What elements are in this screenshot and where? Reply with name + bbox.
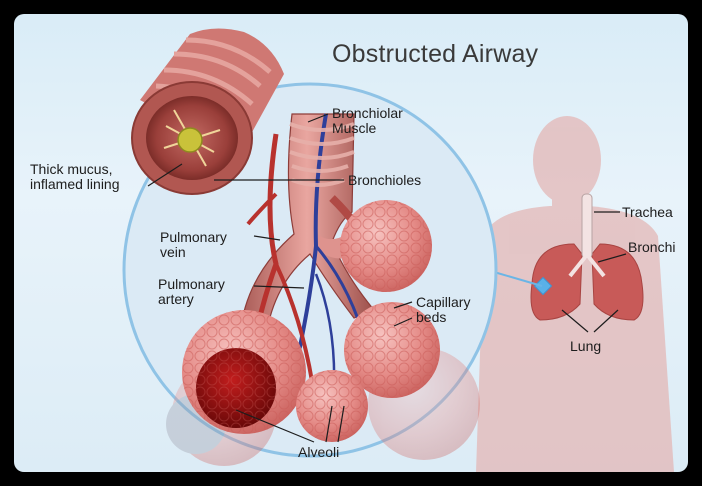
illustration-panel: Obstructed Airway Thick mucus, inflamed … <box>14 14 688 472</box>
label-pulmonary-vein: Pulmonary vein <box>160 230 227 260</box>
label-thick-mucus: Thick mucus, inflamed lining <box>30 162 120 192</box>
label-pulmonary-artery: Pulmonary artery <box>158 277 225 307</box>
label-trachea: Trachea <box>622 205 673 220</box>
label-bronchi: Bronchi <box>628 240 675 255</box>
label-lung: Lung <box>570 339 601 354</box>
mucus-plug <box>178 128 202 152</box>
label-bronchiolar-muscle: Bronchiolar Muscle <box>332 106 403 136</box>
label-alveoli: Alveoli <box>298 445 339 460</box>
diagram-title: Obstructed Airway <box>332 40 538 69</box>
airway-illustration <box>14 14 688 472</box>
label-bronchioles: Bronchioles <box>348 173 421 188</box>
label-capillary-beds: Capillary beds <box>416 295 470 325</box>
